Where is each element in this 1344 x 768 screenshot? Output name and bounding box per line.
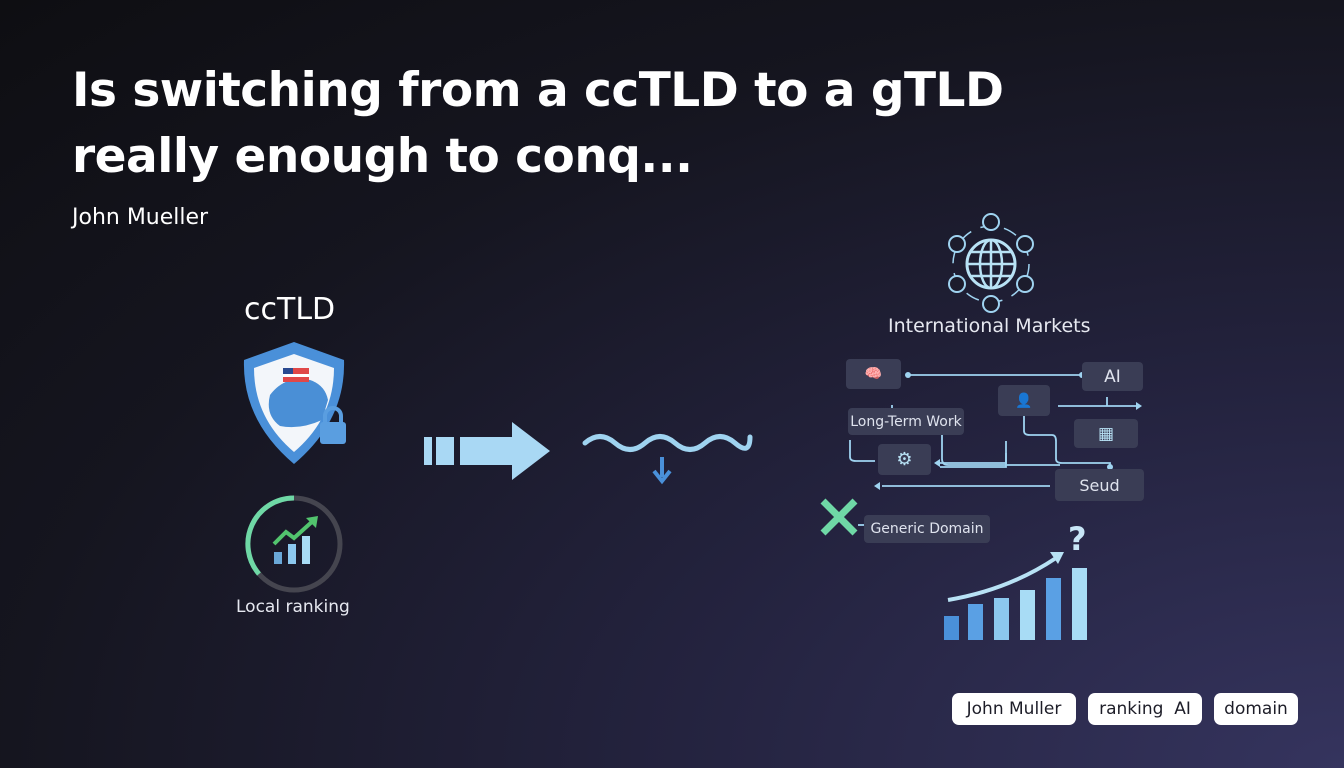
- growth-bar-chart-icon: [944, 552, 1087, 640]
- tag-john-muller[interactable]: John Muller: [952, 693, 1076, 725]
- shield-icon: [243, 342, 346, 464]
- wave-down-icon: [582, 434, 753, 485]
- international-markets-heading: International Markets: [888, 315, 1091, 337]
- page-title: Is switching from a ccTLD to a gTLD real…: [72, 63, 1004, 184]
- question-mark: ?: [1068, 520, 1087, 558]
- author-name: John Mueller: [72, 205, 209, 230]
- seud-box: Seud: [1055, 469, 1144, 501]
- local-ranking-gauge-icon: [245, 495, 343, 593]
- x-mark-icon: [820, 498, 858, 536]
- gears-icon: ⚙: [878, 444, 931, 475]
- tag-ranking-ai[interactable]: ranking AI: [1088, 693, 1202, 725]
- local-ranking-label: Local ranking: [236, 597, 350, 617]
- cctld-heading: ccTLD: [244, 292, 336, 327]
- globe-network-icon: [948, 213, 1034, 313]
- right-arrow-icon: [424, 422, 550, 480]
- calendar-icon: ▦: [1074, 419, 1138, 448]
- ai-box: AI: [1082, 362, 1143, 391]
- long-term-work-box: Long-Term Work: [848, 408, 964, 435]
- connector-lines: [849, 372, 1142, 526]
- brain-icon: 🧠: [846, 359, 901, 389]
- generic-domain-box: Generic Domain: [864, 515, 990, 543]
- tag-domain[interactable]: domain: [1214, 693, 1298, 725]
- head-icon: 👤: [998, 385, 1050, 416]
